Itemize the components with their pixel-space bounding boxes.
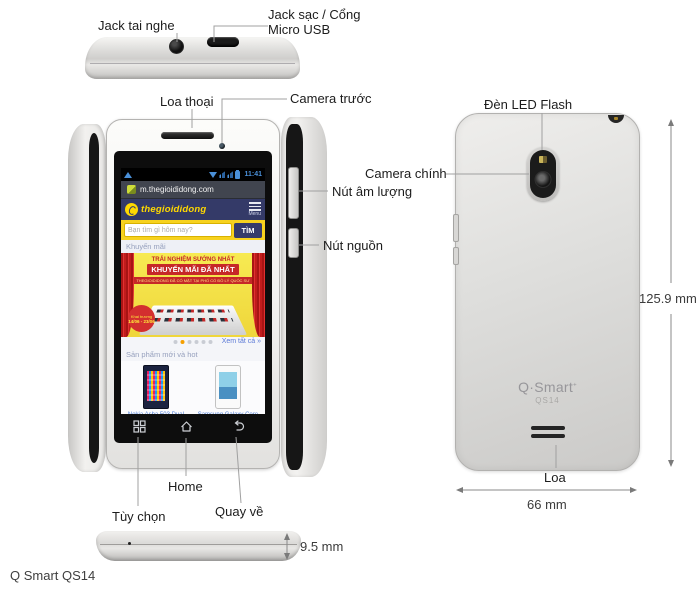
banner-title: KHUYẾN MÃI ĐÃ NHẤT bbox=[147, 264, 239, 275]
site-brand: thegioididong bbox=[141, 204, 207, 215]
badge-line1: Khai trương bbox=[130, 313, 153, 319]
badge-line2: 14/06 - 23/06 bbox=[128, 318, 155, 324]
banner-cars-row bbox=[152, 318, 234, 322]
thegioididong-logo-icon bbox=[125, 203, 138, 216]
volume-button-rear bbox=[453, 214, 459, 242]
product-image-dark-phone bbox=[142, 365, 169, 409]
led-flash bbox=[539, 156, 547, 163]
screen-bezel: 11:41 m.thegioididong.com thegioididong … bbox=[114, 151, 272, 443]
banner-tagline: TRẢI NGHIỆM SƯỚNG NHẤT bbox=[151, 257, 235, 263]
banner-cars-row bbox=[156, 309, 230, 313]
banner-badge: Khai trương 14/06 - 23/06 bbox=[128, 305, 155, 332]
callout-home: Home bbox=[168, 479, 203, 494]
pagination-dot bbox=[173, 340, 178, 344]
phone-screen: 11:41 m.thegioididong.com thegioididong … bbox=[121, 168, 265, 414]
phone-bottom-view bbox=[96, 531, 301, 561]
product-image-white-phone bbox=[214, 365, 241, 409]
pagination-dot-active bbox=[180, 340, 185, 344]
callout-quay-ve: Quay về bbox=[215, 504, 264, 519]
arrow-down-height bbox=[668, 460, 674, 467]
product-list: Nokia Asha 503 Dual Samsung Galaxy Core bbox=[121, 361, 265, 414]
status-time: 11:41 bbox=[244, 171, 262, 178]
earpiece-speaker bbox=[161, 132, 214, 139]
phone-front-view: 11:41 m.thegioididong.com thegioididong … bbox=[106, 119, 280, 469]
dimension-thickness: 9.5 mm bbox=[300, 539, 344, 554]
site-favicon bbox=[127, 185, 136, 194]
capacitive-nav-row bbox=[114, 419, 272, 435]
signal-icon bbox=[219, 171, 226, 178]
arrow-right-width bbox=[630, 487, 637, 493]
banner-road-illustration bbox=[138, 305, 248, 335]
camera-module bbox=[527, 147, 559, 201]
camera-module-inner bbox=[530, 150, 556, 198]
front-camera bbox=[219, 143, 225, 149]
carousel-pagination: Xem tất cả » bbox=[121, 337, 265, 348]
home-icon bbox=[181, 421, 192, 432]
phone-top-view bbox=[85, 37, 300, 79]
callout-jack-tai-nghe: Jack tai nghe bbox=[98, 18, 175, 33]
product-item: Nokia Asha 503 Dual bbox=[128, 365, 184, 414]
callout-camera-chinh: Camera chính bbox=[365, 166, 447, 181]
search-button: TÌM bbox=[234, 222, 262, 238]
pagination-dot bbox=[187, 340, 192, 344]
top-seam-line bbox=[90, 63, 295, 65]
power-button bbox=[288, 228, 299, 258]
brand-logo: Q·Smart+ bbox=[518, 379, 577, 395]
arrow-up-height bbox=[668, 119, 674, 126]
section-promos: Khuyến mãi bbox=[121, 240, 265, 253]
volume-button bbox=[288, 167, 299, 219]
see-all-link: Xem tất cả » bbox=[221, 338, 261, 345]
menu-button: Menu bbox=[248, 202, 261, 218]
battery-icon bbox=[235, 169, 241, 179]
product-caption: Q Smart QS14 bbox=[10, 568, 96, 583]
pagination-dot bbox=[208, 340, 213, 344]
pagination-dot bbox=[194, 340, 199, 344]
status-bar: 11:41 bbox=[121, 168, 265, 181]
callout-den-led-flash: Đèn LED Flash bbox=[484, 97, 573, 112]
url-text: m.thegioididong.com bbox=[140, 185, 214, 194]
search-bar: Bạn tìm gì hôm nay? TÌM bbox=[121, 220, 265, 240]
phone-back-view: Q·Smart+ QS14 bbox=[453, 113, 640, 471]
phone-right-side-view bbox=[281, 117, 327, 477]
hamburger-icon bbox=[248, 202, 261, 204]
bottom-seam-line bbox=[100, 544, 297, 546]
model-label: QS14 bbox=[535, 396, 560, 405]
promo-banner: TRẢI NGHIỆM SƯỚNG NHẤT KHUYẾN MÃI ĐÃ NHẤ… bbox=[121, 253, 265, 337]
headphone-jack-rear bbox=[608, 115, 624, 123]
main-camera-lens bbox=[534, 171, 552, 188]
pagination-dot bbox=[201, 340, 206, 344]
banner-subtitle: THEGIOIDIDONG ĐÃ CÓ MẶT TẠI PHỐ CỔ ĐỒ LÝ… bbox=[133, 277, 253, 284]
product-name: Samsung Galaxy Core bbox=[198, 411, 258, 414]
dimension-height: 125.9 mm bbox=[639, 291, 697, 306]
product-name: Nokia Asha 503 Dual bbox=[128, 411, 184, 414]
callout-loa: Loa bbox=[544, 470, 566, 485]
callout-loa-thoai: Loa thoại bbox=[160, 94, 214, 109]
left-screen-edge bbox=[88, 132, 99, 464]
wifi-icon bbox=[209, 171, 218, 178]
site-header: thegioididong Menu bbox=[121, 199, 265, 220]
loudspeaker-grille bbox=[530, 426, 565, 442]
browser-url-bar: m.thegioididong.com bbox=[121, 181, 265, 199]
options-icon bbox=[133, 420, 146, 433]
back-icon bbox=[234, 420, 245, 431]
dimension-width: 66 mm bbox=[527, 497, 567, 512]
search-input: Bạn tìm gì hôm nay? bbox=[124, 223, 232, 237]
arrow-left-width bbox=[456, 487, 463, 493]
section-products: Sản phẩm mới và hot bbox=[121, 348, 265, 361]
callout-camera-truoc: Camera trước bbox=[290, 91, 372, 106]
curtain-right bbox=[252, 253, 265, 337]
product-item: Samsung Galaxy Core bbox=[198, 365, 258, 414]
phone-left-side-view bbox=[68, 124, 106, 472]
microphone-hole bbox=[128, 542, 131, 545]
micro-usb-port bbox=[207, 37, 239, 47]
headphone-jack bbox=[169, 39, 184, 54]
callout-jack-sac: Jack sạc / Cổng Micro USB bbox=[268, 7, 361, 37]
signal-icon-2 bbox=[227, 171, 234, 178]
callout-nut-nguon: Nút nguồn bbox=[323, 238, 383, 253]
callout-nut-am-luong: Nút âm lượng bbox=[332, 184, 413, 199]
menu-label: Menu bbox=[248, 211, 261, 218]
power-button-rear bbox=[453, 247, 459, 265]
warning-triangle-icon bbox=[124, 171, 132, 178]
callout-tuy-chon: Tùy chọn bbox=[112, 509, 166, 524]
